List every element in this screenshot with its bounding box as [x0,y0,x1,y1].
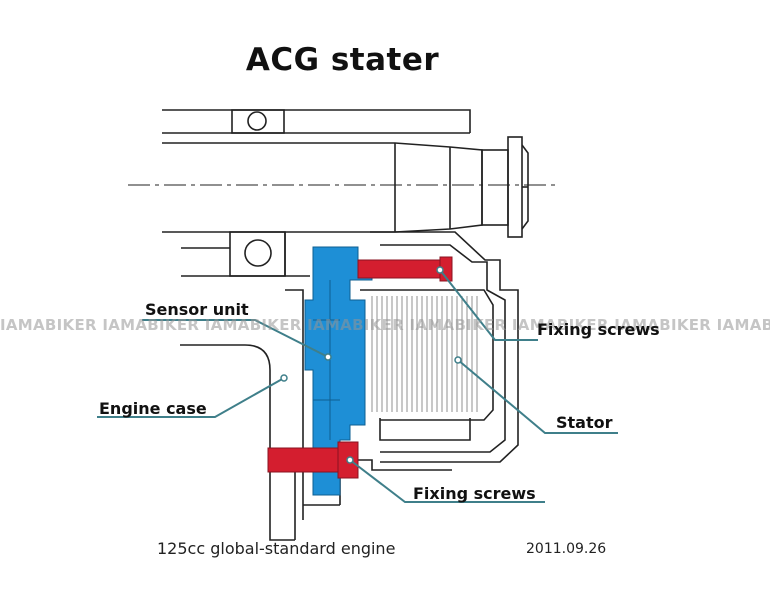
label-fixing-screws-top: Fixing screws [537,320,660,339]
label-stator: Stator [556,413,613,432]
fixing-screw-top [357,256,453,282]
footer-engine-caption: 125cc global-standard engine [157,539,396,558]
stator-windings [371,296,478,412]
leader-lines [97,269,618,503]
label-sensor-unit: Sensor unit [145,300,249,319]
footer-date: 2011.09.26 [526,541,607,557]
label-engine-case: Engine case [99,399,207,418]
engine-line-art [128,109,560,541]
watermark-text: IAMABIKER IAMABIKER IAMABIKER IAMABIKER … [0,316,770,334]
diagram-title: ACG stater [245,42,440,78]
label-fixing-screws-bottom: Fixing screws [413,484,536,503]
